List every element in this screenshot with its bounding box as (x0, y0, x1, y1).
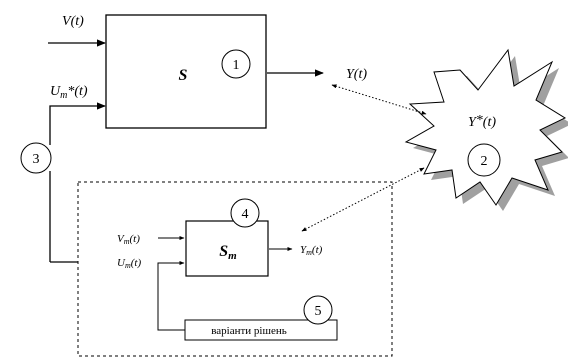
model-number-circle (230, 198, 260, 228)
model-input-u-label: Um(t) (117, 257, 141, 270)
environment-label: Y*(t) (468, 113, 496, 130)
decision-label: варіанти рішень (211, 325, 287, 337)
decision-number-circle (303, 295, 333, 325)
system-output-label: Y(t) (346, 67, 367, 82)
model-symbol: Sm (219, 243, 237, 262)
system-input-u-arrow (49, 102, 106, 145)
model-block (185, 220, 269, 277)
system-input-v-label: V(t) (62, 14, 84, 29)
controller-circle (20, 142, 52, 174)
model-input-u-arrow (157, 261, 185, 331)
system-symbol: S (179, 67, 188, 84)
environment-burst (404, 48, 567, 206)
decision-block (184, 319, 338, 341)
system-input-u-label: Um*(t) (50, 84, 88, 101)
model-input-v-label: Vm(t) (117, 233, 140, 246)
decision-number: 5 (315, 304, 322, 319)
model-container (77, 181, 393, 357)
model-number: 4 (242, 207, 249, 222)
controller-number: 3 (33, 152, 40, 167)
environment-number: 2 (481, 154, 488, 169)
comparison-link-model-environment (301, 167, 425, 232)
comparison-link-system-environment (331, 84, 427, 115)
model-output-label: Ym(t) (300, 244, 323, 257)
system-number: 1 (233, 58, 240, 73)
system-number-circle (221, 49, 251, 79)
environment-number-circle (467, 143, 501, 177)
